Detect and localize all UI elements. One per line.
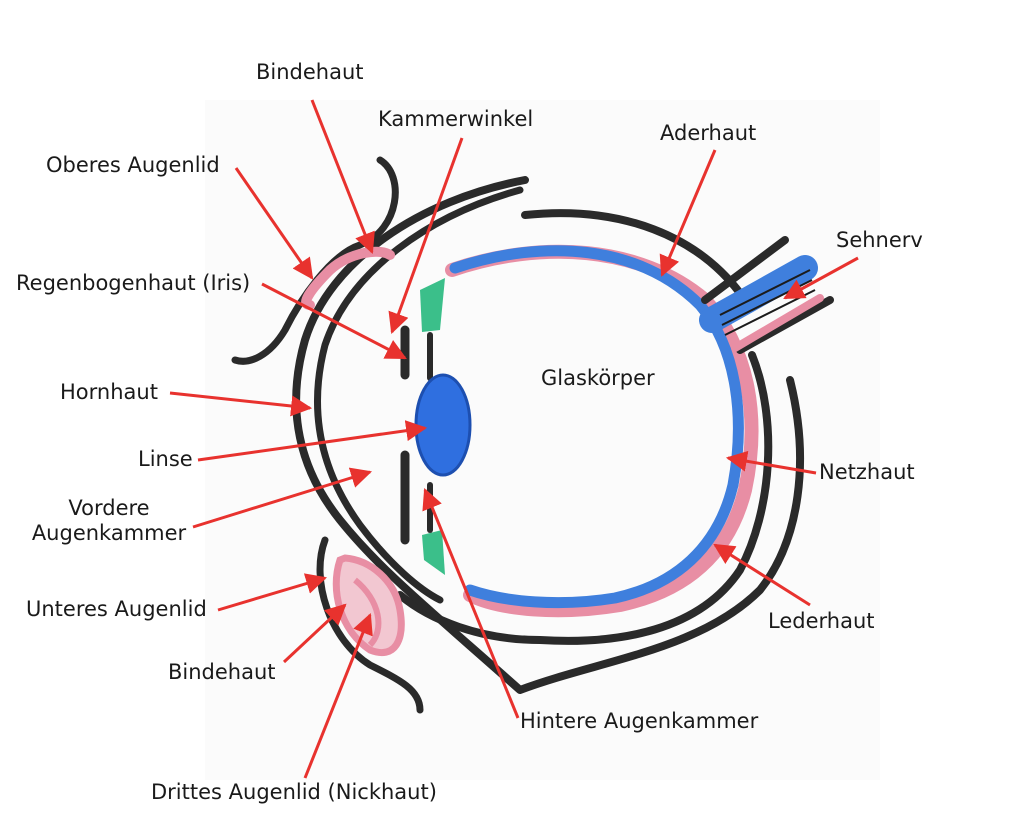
optic-nerve [699,236,834,354]
arrow-lederhaut [713,543,811,607]
label-linse: Linse [138,447,193,471]
label-glaskoerper: Glaskörper [541,366,655,390]
upper-conjunctiva [301,246,395,310]
arrow-sehnerv [783,256,859,300]
label-vordere-augenkammer: Vordere Augenkammer [26,496,192,546]
arrow-kammerwinkel [388,137,464,334]
arrow-unteres-augenlid [217,573,328,612]
sclera-outer-outline [292,176,804,694]
arrow-linse [197,420,428,462]
label-drittes-augenlid: Drittes Augenlid (Nickhaut) [151,780,437,804]
paper-background [205,100,880,780]
arrow-hintere-augenkammer [422,488,520,719]
ciliary-body-lower [422,530,445,575]
arrow-bindehaut-top [310,99,375,254]
label-hintere-augenkammer: Hintere Augenkammer [520,709,759,733]
label-unteres-augenlid: Unteres Augenlid [26,597,207,621]
arrow-netzhaut [725,450,817,475]
ciliary-body-upper [420,278,445,332]
arrow-drittes-augenlid [303,613,373,779]
label-vordere-line2: Augenkammer [31,521,187,546]
pointer-arrows [169,99,859,779]
lens [414,373,472,477]
label-sehnerv: Sehnerv [836,228,923,252]
lower-conjunctiva [353,577,382,648]
label-bindehaut-top: Bindehaut [256,60,364,84]
arrow-vordere-augenkammer [192,467,373,529]
label-bindehaut-bottom: Bindehaut [168,660,276,684]
arrow-bindehaut-bottom [282,603,347,664]
arrow-hornhaut [169,391,313,417]
label-regenbogenhaut: Regenbogenhaut (Iris) [16,271,251,295]
label-hornhaut: Hornhaut [60,380,158,404]
label-aderhaut: Aderhaut [660,121,757,145]
sclera-inner-outline [396,209,773,645]
arrow-oberes-augenlid [234,167,314,280]
cornea-inner-outline [314,186,524,604]
label-netzhaut: Netzhaut [819,460,915,484]
label-lederhaut: Lederhaut [768,609,875,633]
label-kammerwinkel: Kammerwinkel [378,107,534,131]
arrow-regenbogenhaut [261,282,407,360]
label-vordere-line1: Vordere [68,496,150,520]
label-oberes-augenlid: Oberes Augenlid [46,153,220,177]
arrow-aderhaut [659,149,717,277]
